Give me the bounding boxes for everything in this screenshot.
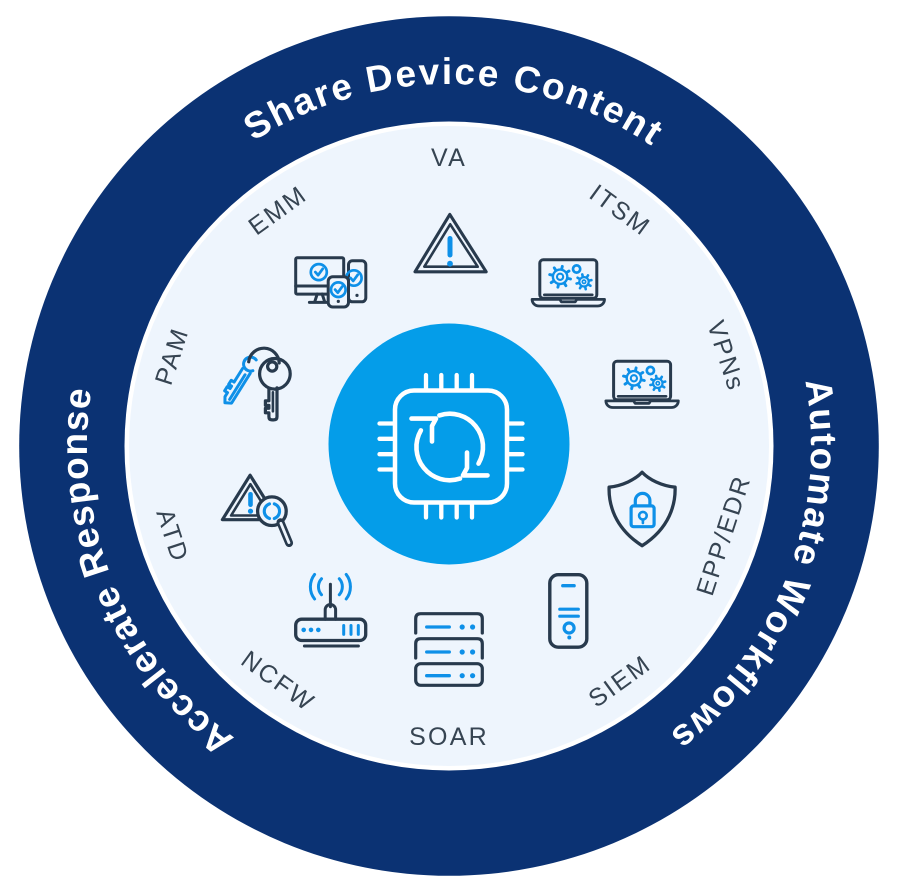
- svg-text:VA: VA: [431, 144, 467, 172]
- svg-text:SOAR: SOAR: [409, 723, 489, 751]
